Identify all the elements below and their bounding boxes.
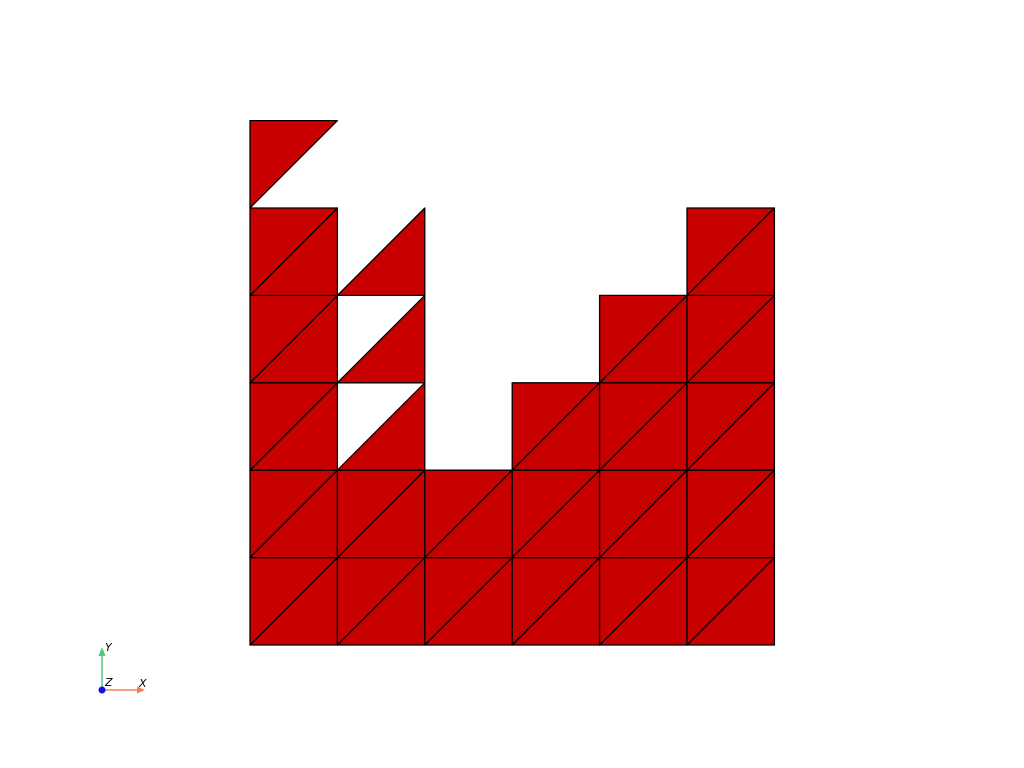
mesh-triangle-4-3-upper xyxy=(598,294,688,384)
mesh-triangle-5-4-upper xyxy=(686,207,776,297)
z-axis-marker xyxy=(98,686,106,694)
mesh-triangle-1-2-lower xyxy=(336,382,426,471)
mesh-triangle-2-1-upper xyxy=(424,469,513,559)
x-axis-arrowhead xyxy=(137,686,145,694)
mesh-triangle-1-3-lower xyxy=(336,294,426,384)
mesh-triangle-0-5-upper xyxy=(249,119,339,209)
mesh-triangle-1-4-lower xyxy=(336,207,426,297)
z-axis-label: Z xyxy=(104,676,113,689)
triangle-mesh xyxy=(249,119,776,646)
mesh-triangle-3-2-upper xyxy=(511,382,601,471)
y-axis-label: Y xyxy=(105,641,113,654)
orientation-axes-widget: X Y Z xyxy=(98,641,147,694)
x-axis-label: X xyxy=(138,677,147,690)
mesh-triangle-0-4-upper xyxy=(249,207,339,297)
y-axis-arrowhead xyxy=(98,647,106,656)
